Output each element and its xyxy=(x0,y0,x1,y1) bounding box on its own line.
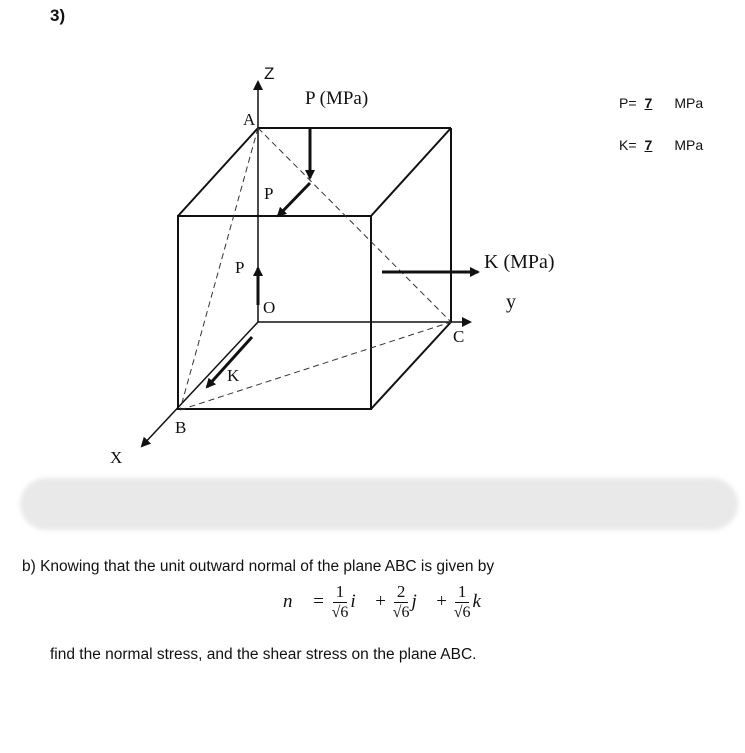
x-axis xyxy=(140,321,259,448)
given-k-unit: MPa xyxy=(674,137,704,153)
eq-plus2: + xyxy=(436,590,447,612)
p-arrow-diagonal xyxy=(276,181,312,218)
normal-vector-equation: n⃗ = 1 √6 i⃗ + 2 √6 j⃗ + 1 √6 k⃗ xyxy=(283,582,496,623)
plane-abc-dashes xyxy=(179,127,452,411)
eq-plus1: + xyxy=(375,590,386,612)
eq-lhs: n⃗ = xyxy=(283,590,325,612)
point-a-label: A xyxy=(243,110,256,129)
given-p-value: 7 xyxy=(644,95,653,111)
eq-term2-den: √6 xyxy=(392,604,410,621)
eq-term3-vec: k⃗ xyxy=(472,590,496,612)
p-top-label: P xyxy=(264,184,274,203)
eq-term3-num: 1 xyxy=(454,582,470,603)
point-c-label: C xyxy=(453,327,465,346)
given-p-label: P= xyxy=(619,95,637,111)
eq-term1-frac: 1 √6 xyxy=(332,582,349,623)
eq-term1-vec: i⃗ xyxy=(350,590,371,612)
given-k-label: K= xyxy=(619,137,637,153)
given-p-unit: MPa xyxy=(674,95,704,111)
origin-o-label: O xyxy=(263,298,276,317)
eq-term3-frac: 1 √6 xyxy=(454,582,471,623)
k-mpa-label: K (MPa) xyxy=(484,251,555,273)
part-b-prompt: b) Knowing that the unit outward normal … xyxy=(22,558,495,575)
eq-term1-den: √6 xyxy=(331,604,349,621)
eq-term2-frac: 2 √6 xyxy=(393,582,410,623)
part-b-followup: find the normal stress, and the shear st… xyxy=(50,646,477,663)
given-p: P= 7 MPa xyxy=(619,95,703,111)
given-k: K= 7 MPa xyxy=(619,137,703,153)
eq-term3-den: √6 xyxy=(453,604,471,621)
axis-z-label: Z xyxy=(264,64,275,83)
eq-term2-vec: j⃗ xyxy=(411,590,432,612)
eq-term2-num: 2 xyxy=(393,582,409,603)
k-arrow-diagonal xyxy=(205,335,254,389)
given-k-value: 7 xyxy=(644,137,653,153)
eq-term1-num: 1 xyxy=(332,582,348,603)
question-number: 3) xyxy=(50,6,66,25)
p-mpa-label: P (MPa) xyxy=(305,88,369,109)
cube-edges xyxy=(177,127,452,410)
axis-x-label: X xyxy=(110,448,123,467)
redacted-region xyxy=(20,478,738,530)
axis-y-label: y xyxy=(506,291,516,313)
k-label: K xyxy=(227,366,240,385)
point-b-label: B xyxy=(175,418,187,437)
p-left-label: P xyxy=(235,258,245,277)
